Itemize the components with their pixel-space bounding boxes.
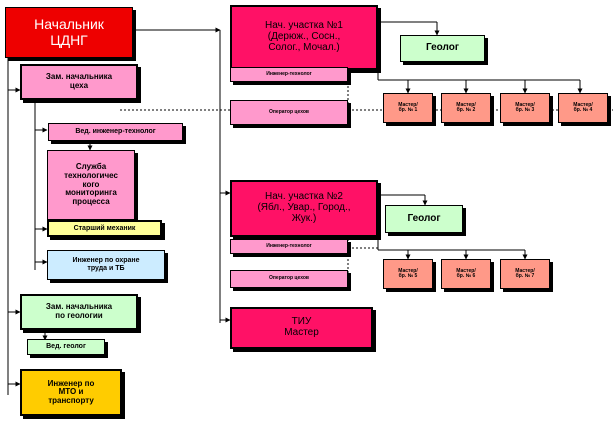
lead-tech-engineer-box: Вед. инженер-технолог	[48, 123, 183, 141]
section1-geolog-box: Геолог	[400, 35, 485, 62]
section1-brigade-3-box: Мастер/ бр. № 3	[500, 93, 550, 123]
head-box: Начальник ЦДНГ	[5, 7, 133, 58]
section2-brigade-7-box: Мастер/ бр. № 7	[500, 259, 550, 289]
deputy-geology-box: Зам. начальника по геологии	[20, 294, 138, 330]
section1-brigade-1-box: Мастер/ бр. № 1	[383, 93, 433, 123]
section2-engineer-tech-box: Инженер-технолог	[230, 239, 348, 254]
section2-head-box: Нач. участка №2 (Ябл., Увар., Город., Жу…	[230, 180, 378, 237]
section2-geolog-box: Геолог	[385, 205, 463, 233]
section1-operator-box: Оператор цехов	[230, 100, 348, 125]
deputy-shop-box: Зам. начальника цеха	[20, 64, 138, 100]
section1-brigade-4-box: Мастер/ бр. № 4	[558, 93, 608, 123]
monitoring-service-box: Служба технологичес кого мониторинга про…	[47, 150, 135, 220]
section2-brigade-6-box: Мастер/ бр. № 6	[441, 259, 491, 289]
section1-brigade-2-box: Мастер/ бр. № 2	[441, 93, 491, 123]
section1-engineer-tech-box: Инженер-технолог	[230, 67, 348, 82]
lead-geolog-box: Вед. геолог	[27, 339, 105, 355]
mto-engineer-box: Инженер по МТО и транспорту	[20, 369, 122, 416]
section2-brigade-5-box: Мастер/ бр. № 5	[383, 259, 433, 289]
tiu-box: ТИУ Мастер	[230, 307, 373, 349]
section2-operator-box: Оператор цехов	[230, 270, 348, 288]
section1-head-box: Нач. участка №1 (Дерюж., Сосн., Солог., …	[230, 5, 378, 70]
senior-mechanic-box: Старший механик	[47, 220, 162, 237]
safety-engineer-box: Инженер по охране труда и ТБ	[47, 250, 165, 280]
